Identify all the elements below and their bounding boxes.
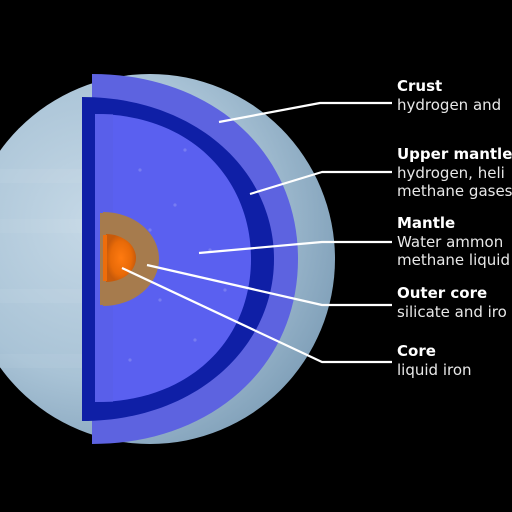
core-leader-line <box>121 267 392 364</box>
upper-mantle-name: Upper mantle <box>397 145 512 163</box>
upper-mantle-description-line-2: methane gases <box>397 182 512 200</box>
mantle-speckle <box>128 358 132 362</box>
label-outer-core: Outer core silicate and iro <box>397 286 507 320</box>
mantle-speckle <box>138 168 142 172</box>
crust-name: Crust <box>397 77 443 95</box>
mantle-description-line-1: Water ammon <box>397 233 504 251</box>
mantle-speckle <box>208 248 212 252</box>
core-edge <box>103 235 107 281</box>
mantle-layer <box>95 114 251 402</box>
mantle-name: Mantle <box>397 214 456 232</box>
mantle-speckle <box>193 338 197 342</box>
outer-core-name: Outer core <box>397 284 488 302</box>
leader-lines <box>121 101 392 364</box>
planet <box>0 74 335 444</box>
outer-core-description: silicate and iro <box>397 303 507 321</box>
upper-mantle-description-line-1: hydrogen, heli <box>397 164 505 182</box>
mantle-speckle <box>183 148 187 152</box>
crust-leader-line <box>218 101 392 124</box>
label-crust: Crust hydrogen and <box>397 79 501 113</box>
label-core: Core liquid iron <box>397 344 472 378</box>
crust-description: hydrogen and <box>397 96 502 114</box>
label-mantle: Mantle Water ammon methane liquid <box>397 216 510 268</box>
core-description: liquid iron <box>397 361 472 379</box>
mantle-description-line-2: methane liquid <box>397 251 510 269</box>
label-upper-mantle: Upper mantle hydrogen, heli methane gase… <box>397 147 512 199</box>
mantle-leader-line <box>198 240 392 255</box>
core-name: Core <box>397 342 436 360</box>
upper-mantle-leader-line <box>249 170 392 196</box>
mantle-speckle <box>148 228 152 232</box>
outer-core-leader-line <box>146 263 392 307</box>
mantle-speckle <box>158 298 162 302</box>
outer-core-edge <box>100 213 105 305</box>
mantle-speckle <box>223 288 227 292</box>
mantle-speckle <box>173 203 177 207</box>
